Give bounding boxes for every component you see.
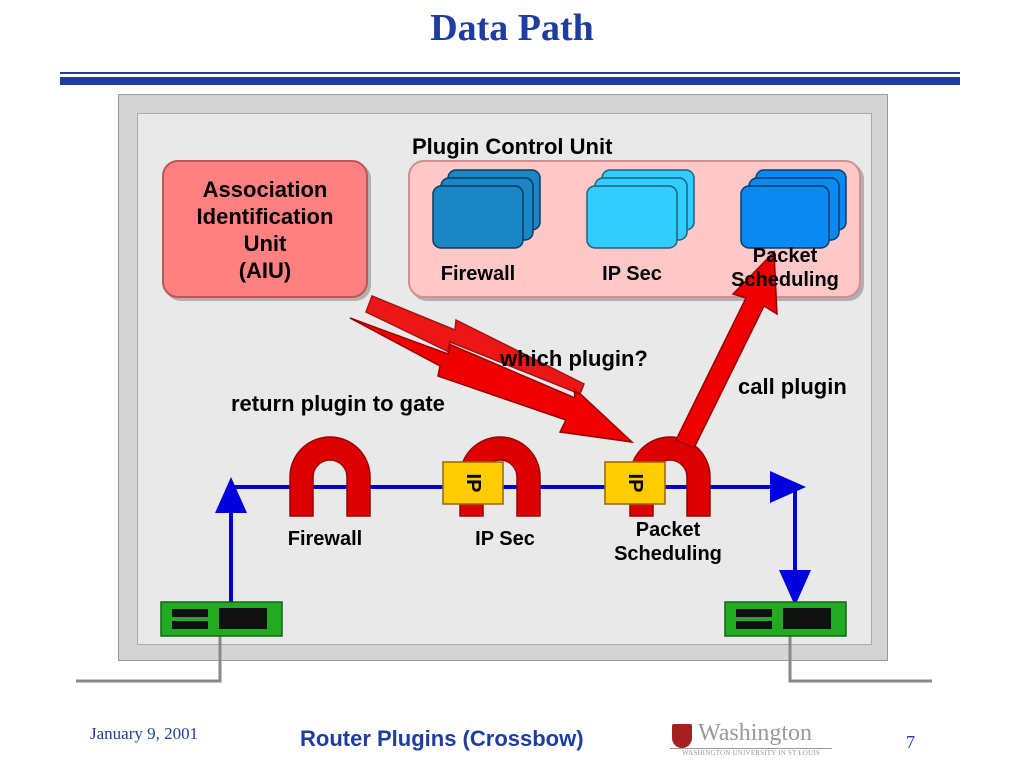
aiu-line-4: (AIU) — [238, 258, 292, 283]
which-plugin-arrow — [349, 317, 635, 444]
plugin-stack-ipsec — [586, 169, 695, 249]
return-plugin-label: return plugin to gate — [231, 391, 445, 416]
gate-firewall — [289, 436, 371, 517]
gate-packet-line-1: Packet — [635, 519, 701, 541]
aiu-line-1: Association — [202, 177, 328, 202]
university-logo-name: Washington — [698, 720, 813, 746]
aiu-label: Association Identification Unit (AIU) — [162, 176, 368, 284]
pcu-title: Plugin Control Unit — [412, 134, 613, 159]
footer-title: Router Plugins (Crossbow) — [300, 726, 584, 751]
egress-port-card — [724, 601, 847, 637]
gate-ipsec-label: IP Sec — [475, 528, 535, 550]
page-number: 7 — [906, 732, 915, 752]
aiu-box — [162, 160, 368, 298]
call-plugin-label: call plugin — [738, 374, 847, 399]
plugin-stack-packet-scheduling — [740, 169, 847, 249]
ingress-cable — [76, 630, 222, 683]
egress-cable — [788, 630, 932, 683]
ip-tag-packet-scheduling-text: IP — [624, 474, 646, 493]
ip-tag-ipsec: IP — [442, 461, 504, 505]
pcu-plugin-packet-scheduling-label: Packet Scheduling — [720, 244, 850, 292]
pcu-plugin-packet-line-1: Packet — [752, 245, 818, 267]
slide-title: Data Path — [430, 7, 594, 49]
gate-firewall-label: Firewall — [287, 528, 363, 550]
aiu-line-2: Identification — [196, 204, 334, 229]
university-seal-icon — [672, 724, 692, 748]
gate-packet-scheduling-label: Packet Scheduling — [598, 518, 738, 566]
pcu-plugin-ipsec-label: IP Sec — [602, 263, 662, 285]
pcu-plugin-firewall-label: Firewall — [440, 263, 516, 285]
ip-tag-ipsec-text: IP — [462, 474, 484, 493]
ip-tag-packet-scheduling: IP — [604, 461, 666, 505]
gate-packet-line-2: Scheduling — [614, 543, 722, 565]
return-plugin-arrow — [365, 295, 585, 395]
title-rule-thick — [60, 77, 960, 85]
pcu-plugin-packet-line-2: Scheduling — [731, 269, 839, 291]
plugin-stack-firewall — [432, 169, 541, 249]
call-plugin-arrow — [674, 250, 778, 449]
title-rule-thin — [60, 72, 960, 74]
which-plugin-label: which plugin? — [500, 346, 648, 371]
aiu-line-3: Unit — [243, 231, 287, 256]
ingress-port-card — [160, 601, 283, 637]
university-logo-subtext: WASHINGTON UNIVERSITY IN ST LOUIS — [670, 748, 832, 757]
footer-date: January 9, 2001 — [90, 724, 199, 743]
